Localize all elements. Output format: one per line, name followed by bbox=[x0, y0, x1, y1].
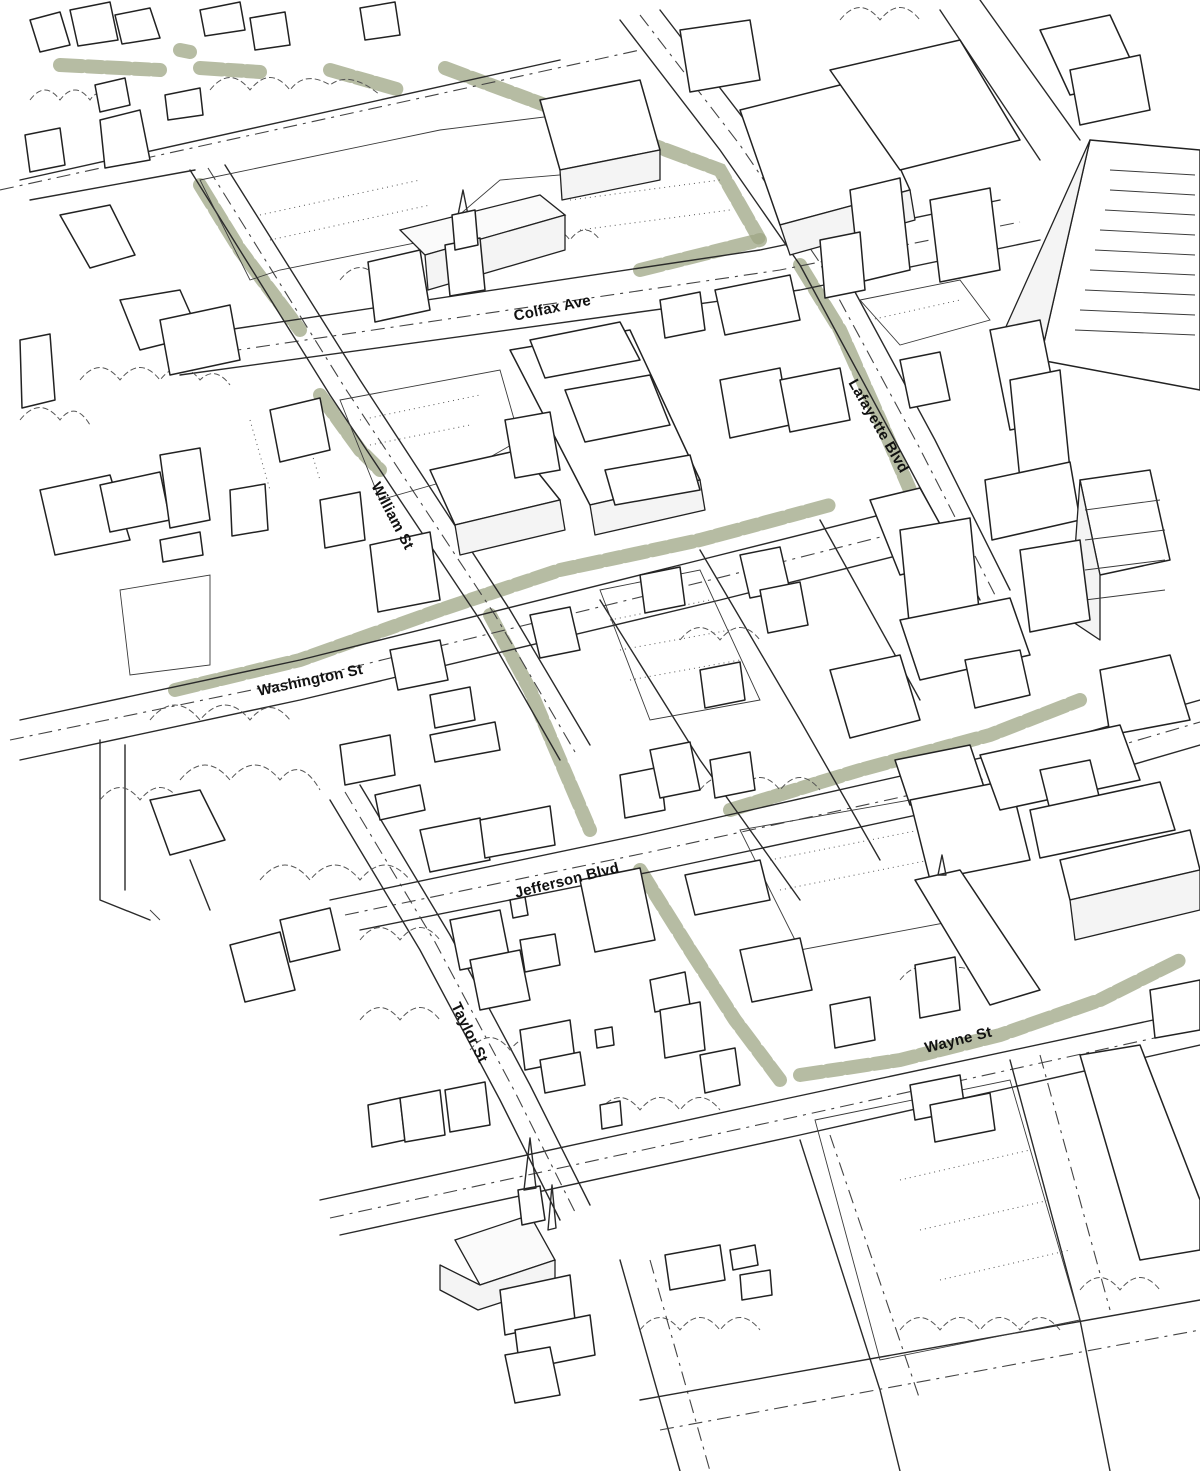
houses-washington bbox=[149, 639, 556, 1003]
mid-rise-tower-east bbox=[1019, 469, 1191, 736]
office-tower-east bbox=[989, 139, 1200, 431]
cathedral-south bbox=[439, 1137, 596, 1404]
buildings-east-south bbox=[894, 724, 1200, 1261]
houses-south-central bbox=[449, 859, 876, 1130]
houses-northwest bbox=[19, 1, 401, 409]
buildings-lafayette bbox=[659, 274, 1081, 633]
parking-lots bbox=[119, 114, 1081, 1361]
buildings-mid-blocks bbox=[39, 397, 1031, 819]
civic-building-center bbox=[429, 321, 706, 556]
buildings-south bbox=[367, 1081, 773, 1301]
church-north bbox=[367, 189, 567, 323]
buildings-north-central bbox=[539, 14, 1151, 299]
